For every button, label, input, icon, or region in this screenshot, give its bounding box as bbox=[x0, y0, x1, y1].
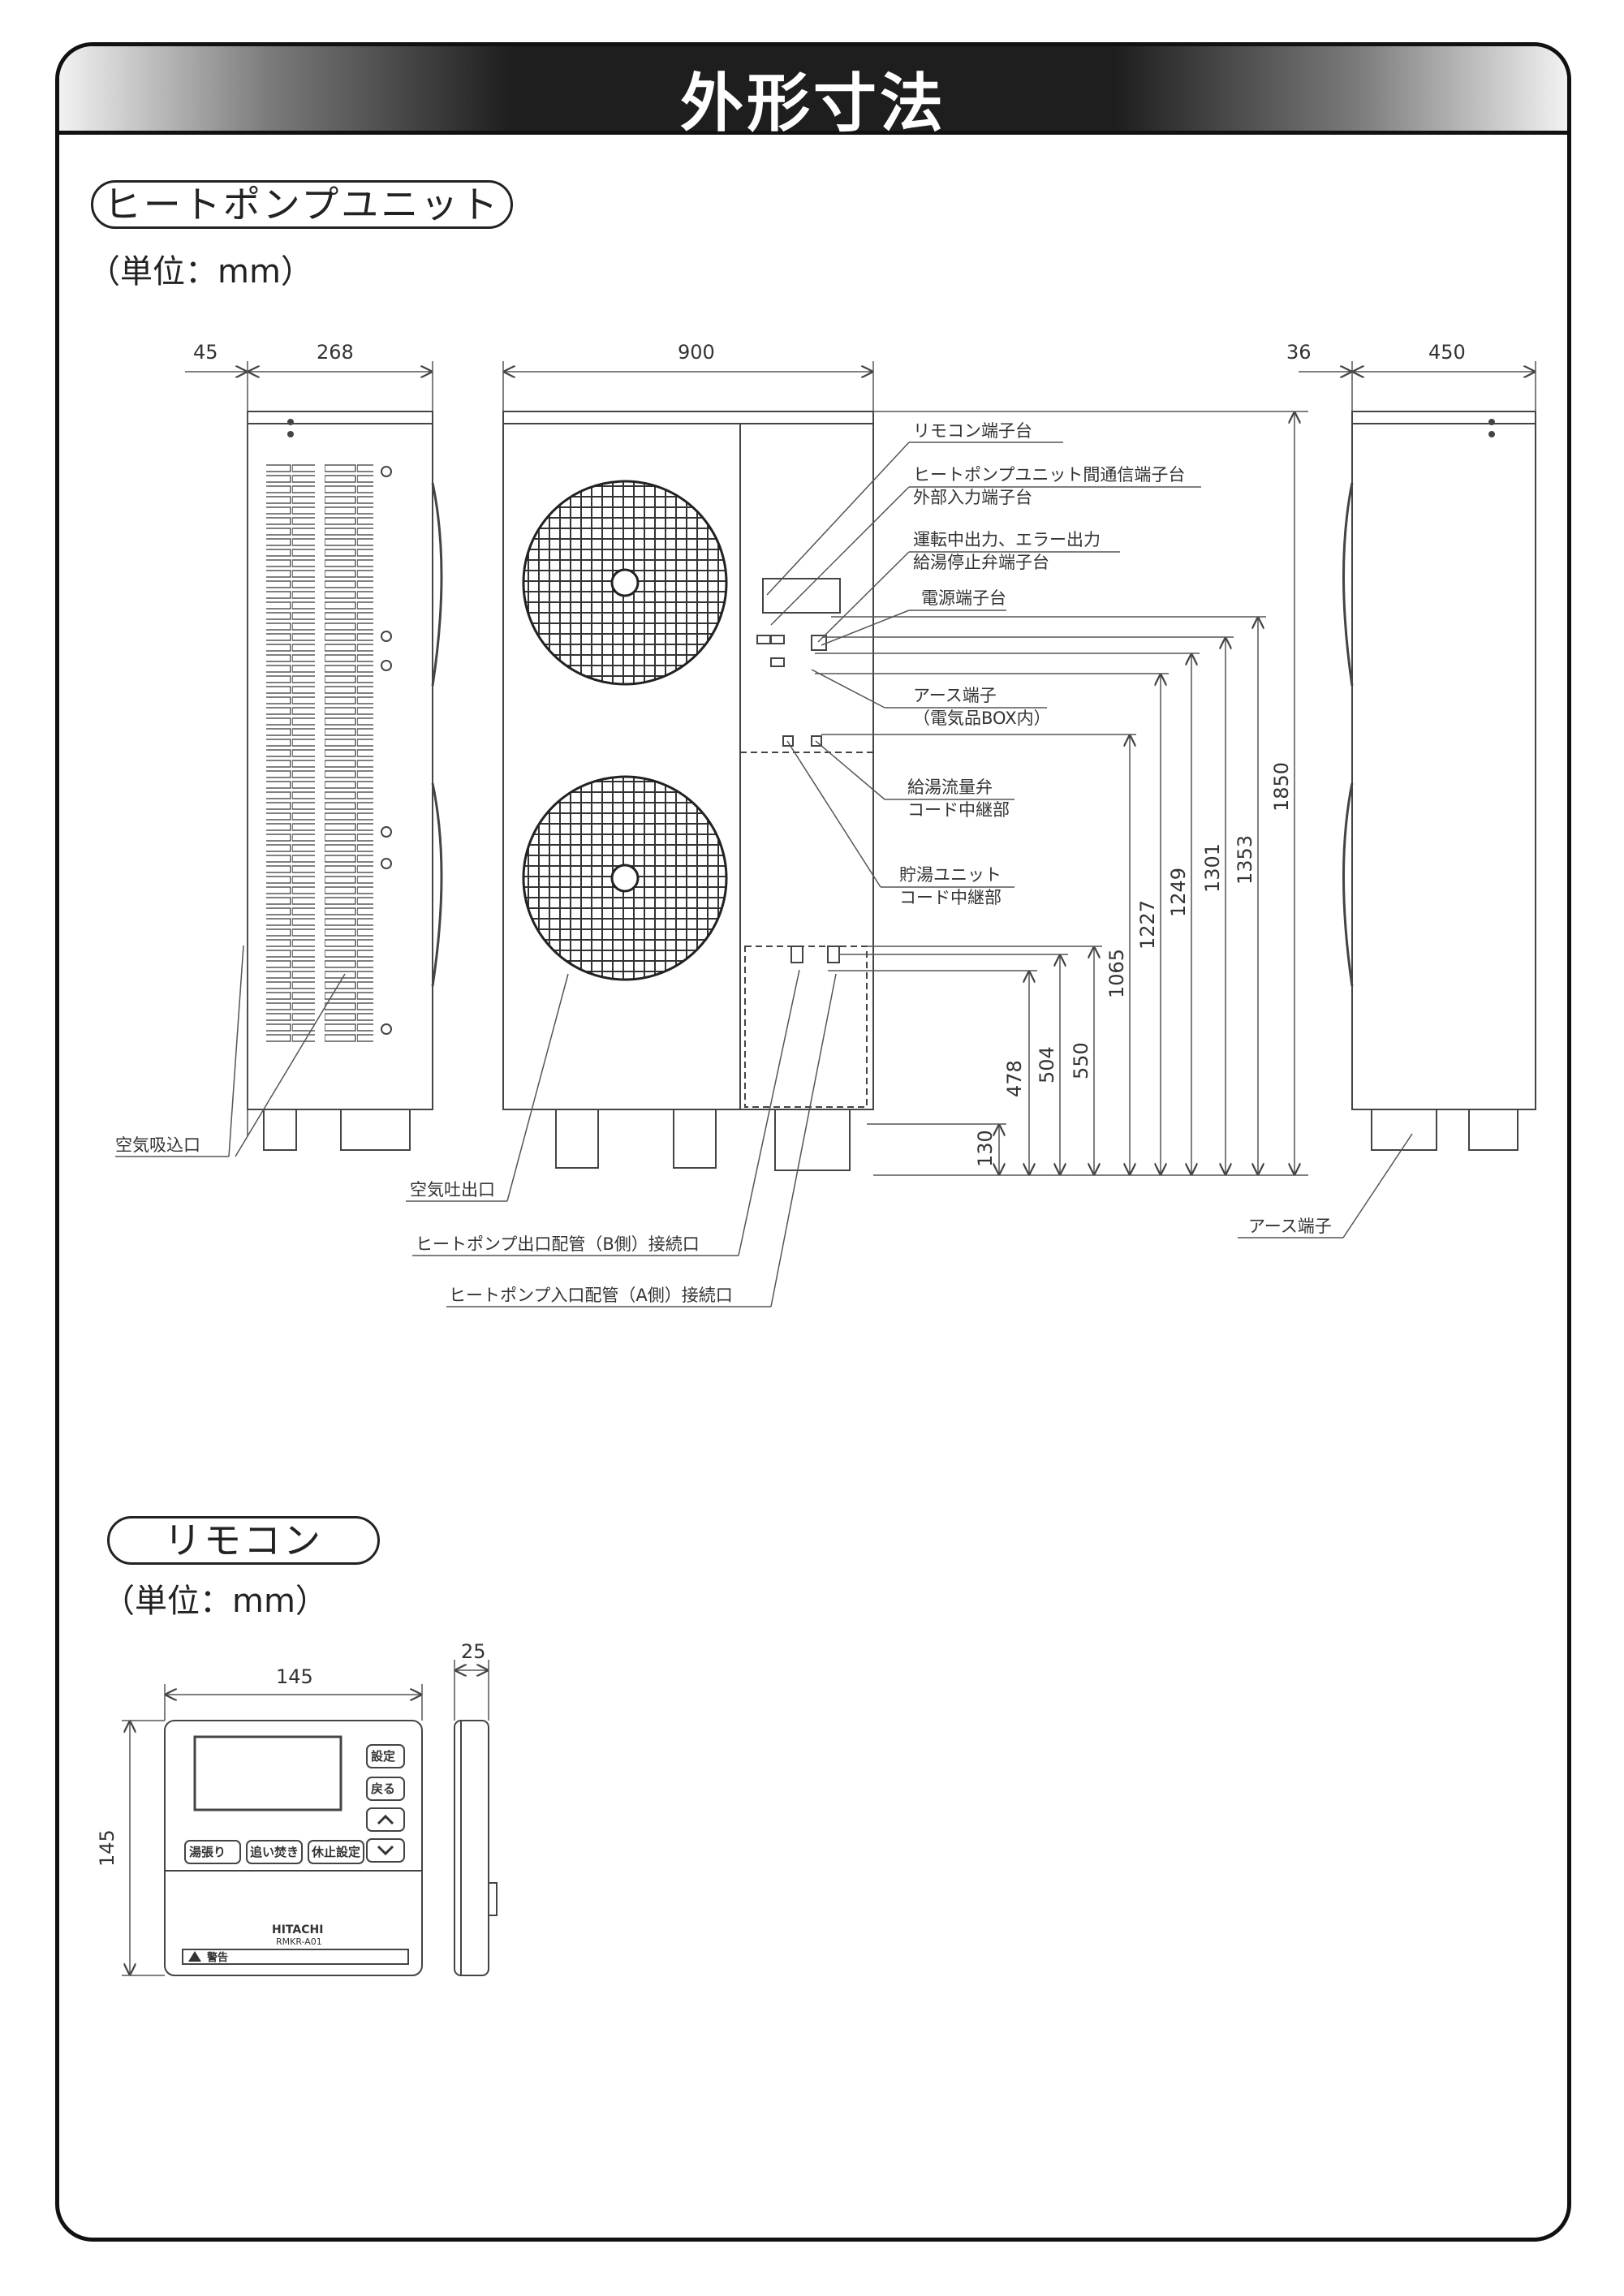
remocon-warning: 警告 bbox=[207, 1951, 228, 1964]
dim-h1850: 1850 bbox=[1270, 762, 1293, 812]
remocon-btn-hot-water[interactable]: 湯張り bbox=[189, 1845, 226, 1859]
label-ext-input-terminal: 外部入力端子台 bbox=[913, 488, 1032, 507]
label-run-error-output: 運転中出力、エラー出力 bbox=[913, 530, 1101, 549]
dim-h504: 504 bbox=[1036, 1046, 1058, 1083]
label-flow-valve: 給湯流量弁 bbox=[907, 778, 993, 797]
dim-remocon-depth: 25 bbox=[461, 1640, 486, 1663]
down-arrow-icon[interactable] bbox=[377, 1845, 394, 1856]
label-pipe-out: ヒートポンプ出口配管（B側）接続口 bbox=[416, 1234, 700, 1254]
dim-side-left-gap: 45 bbox=[193, 341, 218, 364]
remocon-btn-pause[interactable]: 休止設定 bbox=[311, 1845, 360, 1859]
label-pipe-in: ヒートポンプ入口配管（A側）接続口 bbox=[449, 1286, 733, 1305]
remocon-btn-back[interactable]: 戻る bbox=[370, 1781, 395, 1796]
side-view-left bbox=[247, 411, 443, 1151]
side-view-right bbox=[1342, 411, 1536, 1151]
dim-remocon-height: 145 bbox=[96, 1829, 118, 1867]
dim-h478: 478 bbox=[1003, 1060, 1026, 1097]
label-tank-unit: 貯湯ユニット bbox=[899, 865, 1002, 885]
label-valve-terminal: 給湯停止弁端子台 bbox=[913, 553, 1049, 572]
remocon-btn-setting[interactable]: 設定 bbox=[371, 1749, 395, 1764]
warning-icon bbox=[188, 1951, 201, 1962]
dim-h1301: 1301 bbox=[1201, 843, 1224, 893]
page-title: 外形寸法 bbox=[679, 67, 946, 140]
label-tank-unit-relay: コード中継部 bbox=[899, 888, 1002, 907]
label-earth-box-note: （電気品BOX内） bbox=[913, 709, 1051, 728]
label-comm-terminal: ヒートポンプユニット間通信端子台 bbox=[913, 465, 1185, 485]
dim-front-width: 900 bbox=[678, 341, 715, 364]
dimension-lines bbox=[115, 361, 1536, 1307]
up-arrow-icon[interactable] bbox=[377, 1814, 394, 1825]
dim-h1353: 1353 bbox=[1234, 835, 1256, 885]
label-flow-valve-relay: コード中継部 bbox=[907, 800, 1010, 820]
dim-remocon-width: 145 bbox=[276, 1665, 313, 1688]
dim-h1249: 1249 bbox=[1167, 868, 1190, 917]
dim-right-width: 450 bbox=[1428, 341, 1466, 364]
remocon-front-view bbox=[164, 1720, 423, 1976]
remocon-unit-note: （単位：mm） bbox=[102, 1583, 328, 1620]
front-view bbox=[502, 411, 874, 1171]
page-frame: 外形寸法 bbox=[55, 42, 1571, 2242]
dim-h1227: 1227 bbox=[1136, 900, 1159, 950]
remocon-dimension-lines bbox=[122, 1660, 489, 1976]
title-bar: 外形寸法 bbox=[59, 46, 1567, 140]
dim-h1065: 1065 bbox=[1105, 949, 1128, 998]
heatpump-heading: ヒートポンプユニット bbox=[91, 180, 513, 229]
remocon-brand: HITACHI bbox=[272, 1923, 323, 1936]
remocon-side-view bbox=[454, 1720, 498, 1976]
dim-h550: 550 bbox=[1070, 1042, 1092, 1079]
label-power-terminal: 電源端子台 bbox=[921, 588, 1006, 608]
label-remocon-terminal: リモコン端子台 bbox=[913, 421, 1032, 441]
remocon-btn-reheat[interactable]: 追い焚き bbox=[250, 1845, 299, 1859]
dim-right-gap: 36 bbox=[1286, 341, 1312, 364]
label-earth-terminal: アース端子 bbox=[1248, 1217, 1332, 1236]
remocon-model: RMKR-A01 bbox=[276, 1936, 322, 1947]
remocon-heading: リモコン bbox=[107, 1516, 380, 1565]
dim-h130: 130 bbox=[974, 1130, 997, 1167]
label-air-intake: 空気吸込口 bbox=[115, 1135, 200, 1155]
label-earth-terminal-box: アース端子 bbox=[913, 686, 997, 705]
label-air-outlet: 空気吐出口 bbox=[410, 1180, 495, 1200]
heatpump-unit-note: （単位：mm） bbox=[88, 253, 313, 291]
dim-side-width: 268 bbox=[317, 341, 354, 364]
